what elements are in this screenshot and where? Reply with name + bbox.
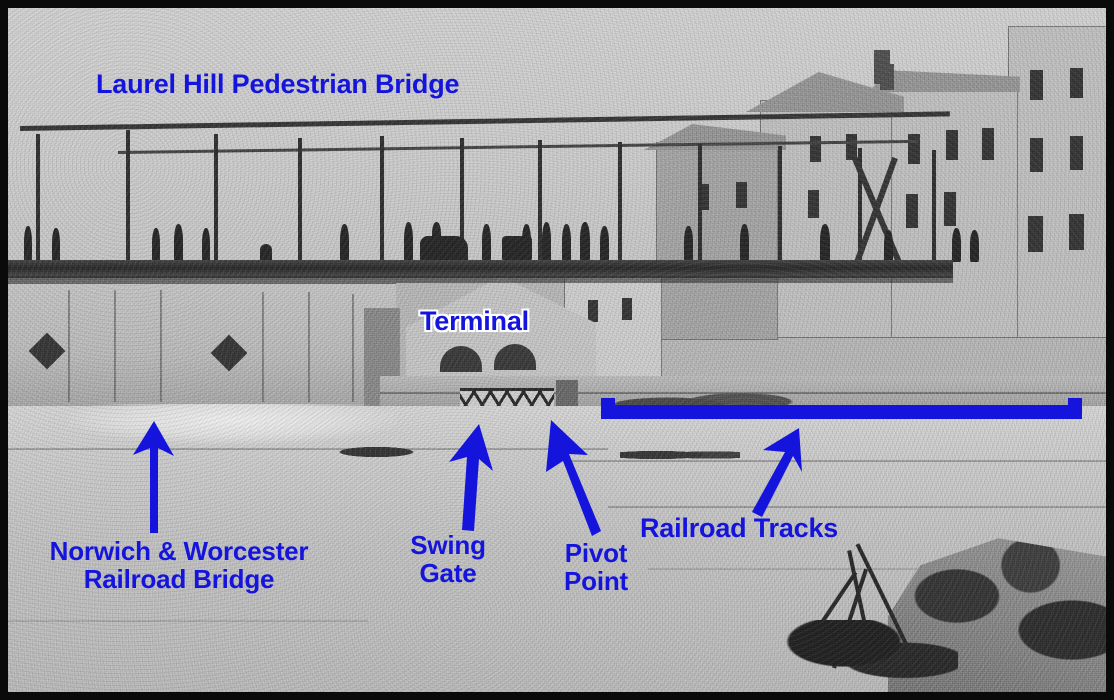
bridge-post <box>380 136 384 266</box>
bridge-figure <box>174 224 183 262</box>
covered-bridge-plank <box>308 292 310 402</box>
building-window <box>1030 138 1043 172</box>
bridge-figure <box>684 226 693 262</box>
bridge-post <box>858 148 862 266</box>
covered-bridge-plank <box>114 290 116 402</box>
bridge-post <box>932 150 936 266</box>
water-ripple <box>568 460 1106 462</box>
building-window <box>810 136 821 162</box>
water-ripple <box>608 506 1106 508</box>
bridge-figure <box>600 226 609 262</box>
bridge-figure <box>404 222 413 262</box>
covered-bridge-plank <box>68 290 70 402</box>
bridge-post <box>214 134 218 266</box>
covered-bridge-plank <box>262 292 264 402</box>
river-foam <box>68 404 398 444</box>
bridge-post <box>618 142 622 266</box>
bridge-figure <box>52 228 60 262</box>
bridge-figure <box>340 224 349 262</box>
rubble <box>620 448 740 462</box>
covered-bridge-plank <box>352 294 354 402</box>
building-window <box>1070 68 1083 98</box>
bridge-post <box>698 144 702 266</box>
water-ripple <box>648 568 1106 570</box>
bridge-post <box>778 146 782 266</box>
water-ripple <box>8 448 608 450</box>
bridge-figure <box>482 224 491 262</box>
label-railroad-tracks: Railroad Tracks <box>640 513 839 543</box>
building-window <box>1028 216 1043 252</box>
covered-bridge-plank <box>160 290 162 402</box>
bridge-figure <box>24 226 32 262</box>
bridge-figure <box>432 222 441 248</box>
building-window <box>1069 214 1084 250</box>
building-window <box>1030 70 1043 100</box>
building-window <box>946 130 958 160</box>
bridge-post <box>36 134 40 266</box>
bridge-deck-shadow <box>8 276 953 283</box>
bridge-deck <box>8 260 953 278</box>
bridge-figure <box>884 230 893 262</box>
bridge-figure <box>522 224 531 262</box>
building-window <box>736 182 747 208</box>
bridge-figure <box>202 228 210 262</box>
building-window <box>808 190 819 218</box>
building-roof <box>870 70 1020 92</box>
bridge-figure <box>580 222 590 262</box>
label-norwich-worcester-railroad-bridge: Norwich & Worcester Railroad Bridge <box>49 536 309 594</box>
chimney <box>880 64 894 90</box>
building-window <box>944 192 956 226</box>
label-terminal: Terminal <box>420 306 529 336</box>
bridge-figure <box>562 224 571 262</box>
building-window <box>846 134 857 160</box>
bridge-figure <box>820 224 830 262</box>
water-ripple <box>8 620 368 622</box>
brush-clump <box>768 620 958 692</box>
building-window <box>698 184 709 210</box>
bridge-figure <box>952 228 961 262</box>
building-window <box>906 194 918 228</box>
building-behind-bridge <box>656 142 778 340</box>
building-window <box>1070 136 1083 170</box>
bridge-post <box>298 138 302 266</box>
bridge-figure <box>152 228 160 262</box>
bridge-figure <box>740 224 749 262</box>
building-window <box>588 300 598 322</box>
building-window <box>982 128 994 160</box>
horse-figure <box>420 236 468 262</box>
bridge-post <box>538 140 542 266</box>
building-window <box>622 298 632 320</box>
mill-building-far-right <box>1008 26 1106 338</box>
bridge-post <box>126 130 130 266</box>
rubble <box>338 444 434 460</box>
bridge-figure <box>260 244 272 264</box>
label-pivot-point: Pivot Point <box>564 538 628 596</box>
bridge-figure <box>970 230 979 262</box>
bridge-post <box>460 138 464 266</box>
bridge-figure <box>542 222 551 262</box>
label-swing-gate: Swing Gate <box>410 530 486 588</box>
label-laurel-hill-pedestrian-bridge: Laurel Hill Pedestrian Bridge <box>96 69 460 99</box>
